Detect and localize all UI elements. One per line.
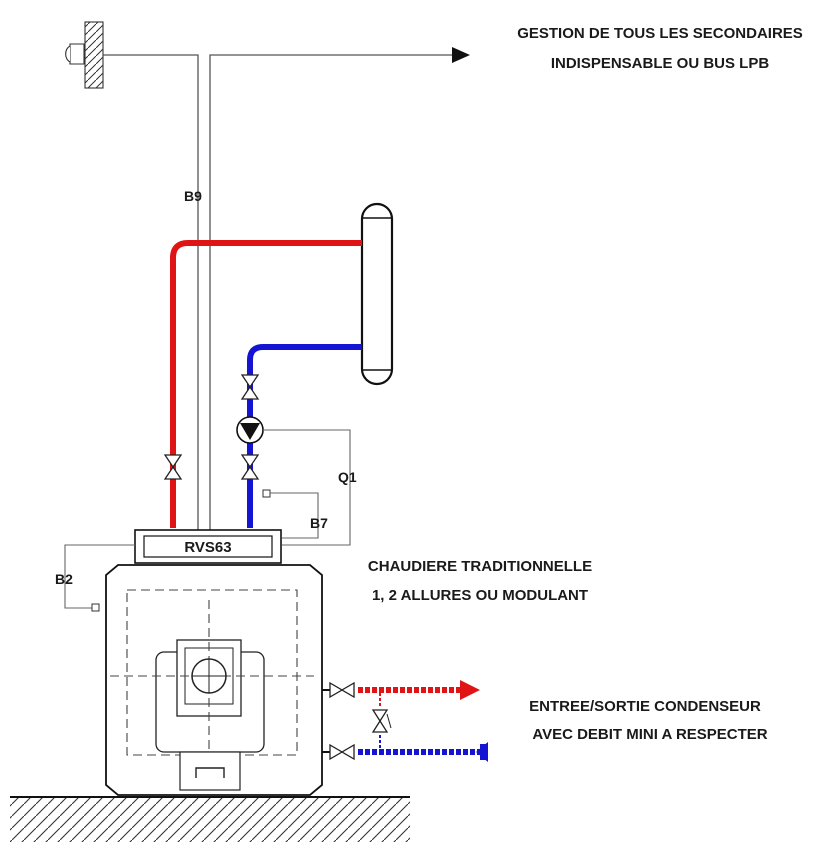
header-line-1: GESTION DE TOUS LES SECONDAIRES: [517, 25, 803, 42]
boiler-label-line-1: CHAUDIERE TRADITIONNELLE: [368, 558, 592, 575]
outdoor-sensor-icon: [65, 21, 104, 89]
bypass-valve-icon: [371, 693, 392, 749]
arrow-right-icon: [452, 47, 470, 63]
b9-sensor-wire: [103, 54, 455, 530]
hot-supply-pipe: [170, 240, 362, 528]
header-line-2: INDISPENSABLE OU BUS LPB: [551, 55, 770, 72]
condenser-cold-pipe: [322, 742, 488, 762]
condenser-label-line-2: AVEC DEBIT MINI A RESPECTER: [532, 726, 767, 743]
cold-return-pipe: [247, 344, 362, 528]
ground-hatch: [10, 796, 410, 842]
b2-label: B2: [55, 571, 73, 587]
valve-icon: [240, 374, 260, 400]
q1-pump-wire: [263, 429, 351, 546]
b7-label: B7: [310, 515, 328, 531]
q1-label: Q1: [338, 469, 357, 485]
condenser-hot-pipe: [322, 680, 480, 700]
b2-sensor-wire: [64, 544, 135, 612]
b9-label: B9: [184, 188, 202, 204]
valve-icon: [163, 454, 183, 480]
pump-icon: [236, 416, 264, 444]
controller-label: RVS63: [184, 539, 231, 556]
valve-icon: [240, 454, 260, 480]
boiler-label-line-2: 1, 2 ALLURES OU MODULANT: [372, 587, 588, 604]
burner-icon: [191, 658, 227, 694]
condenser-label-line-1: ENTREE/SORTIE CONDENSEUR: [529, 698, 761, 715]
radiator-icon: [360, 202, 394, 386]
b7-sensor: [262, 489, 319, 539]
controller-box: [134, 529, 282, 564]
